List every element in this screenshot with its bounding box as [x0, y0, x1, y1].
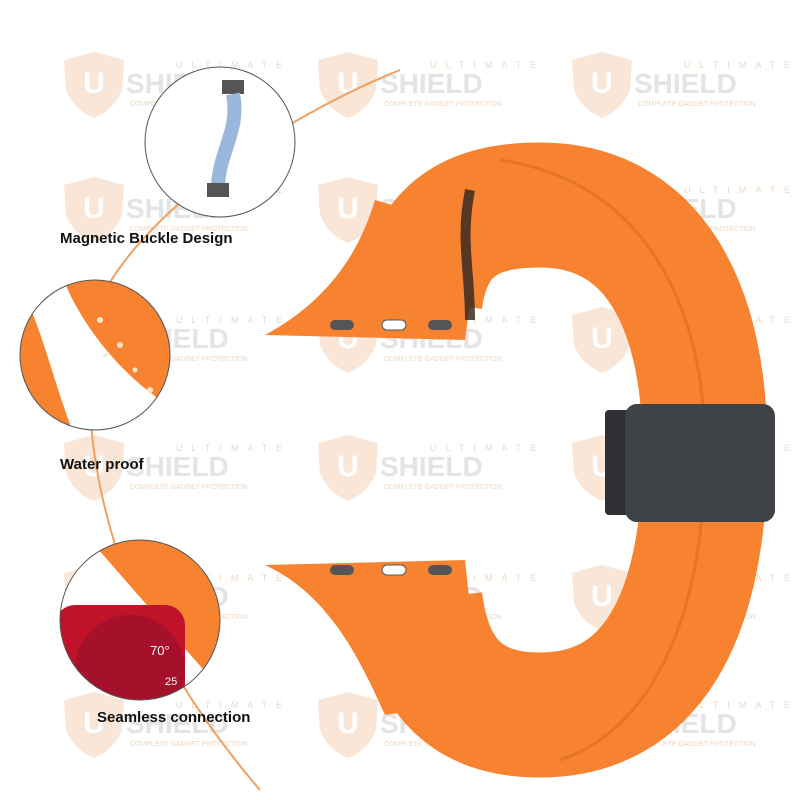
inset-seamless-connection: 70° 25 [59, 539, 221, 701]
lower-strap-tip [265, 560, 480, 715]
watch-date: 25 [165, 676, 177, 688]
magnetic-buckle [605, 404, 775, 522]
inset-water-proof [19, 279, 171, 431]
watch-band [265, 142, 775, 778]
feature-label-magnetic-buckle: Magnetic Buckle Design [60, 230, 233, 247]
pin-holes [330, 319, 452, 576]
feature-label-seamless-connection: Seamless connection [97, 709, 251, 726]
upper-strap-tip [265, 200, 480, 340]
feature-label-water-proof: Water proof [60, 456, 144, 473]
watch-temperature: 70° [150, 643, 170, 658]
inset-magnetic-buckle [144, 66, 296, 218]
